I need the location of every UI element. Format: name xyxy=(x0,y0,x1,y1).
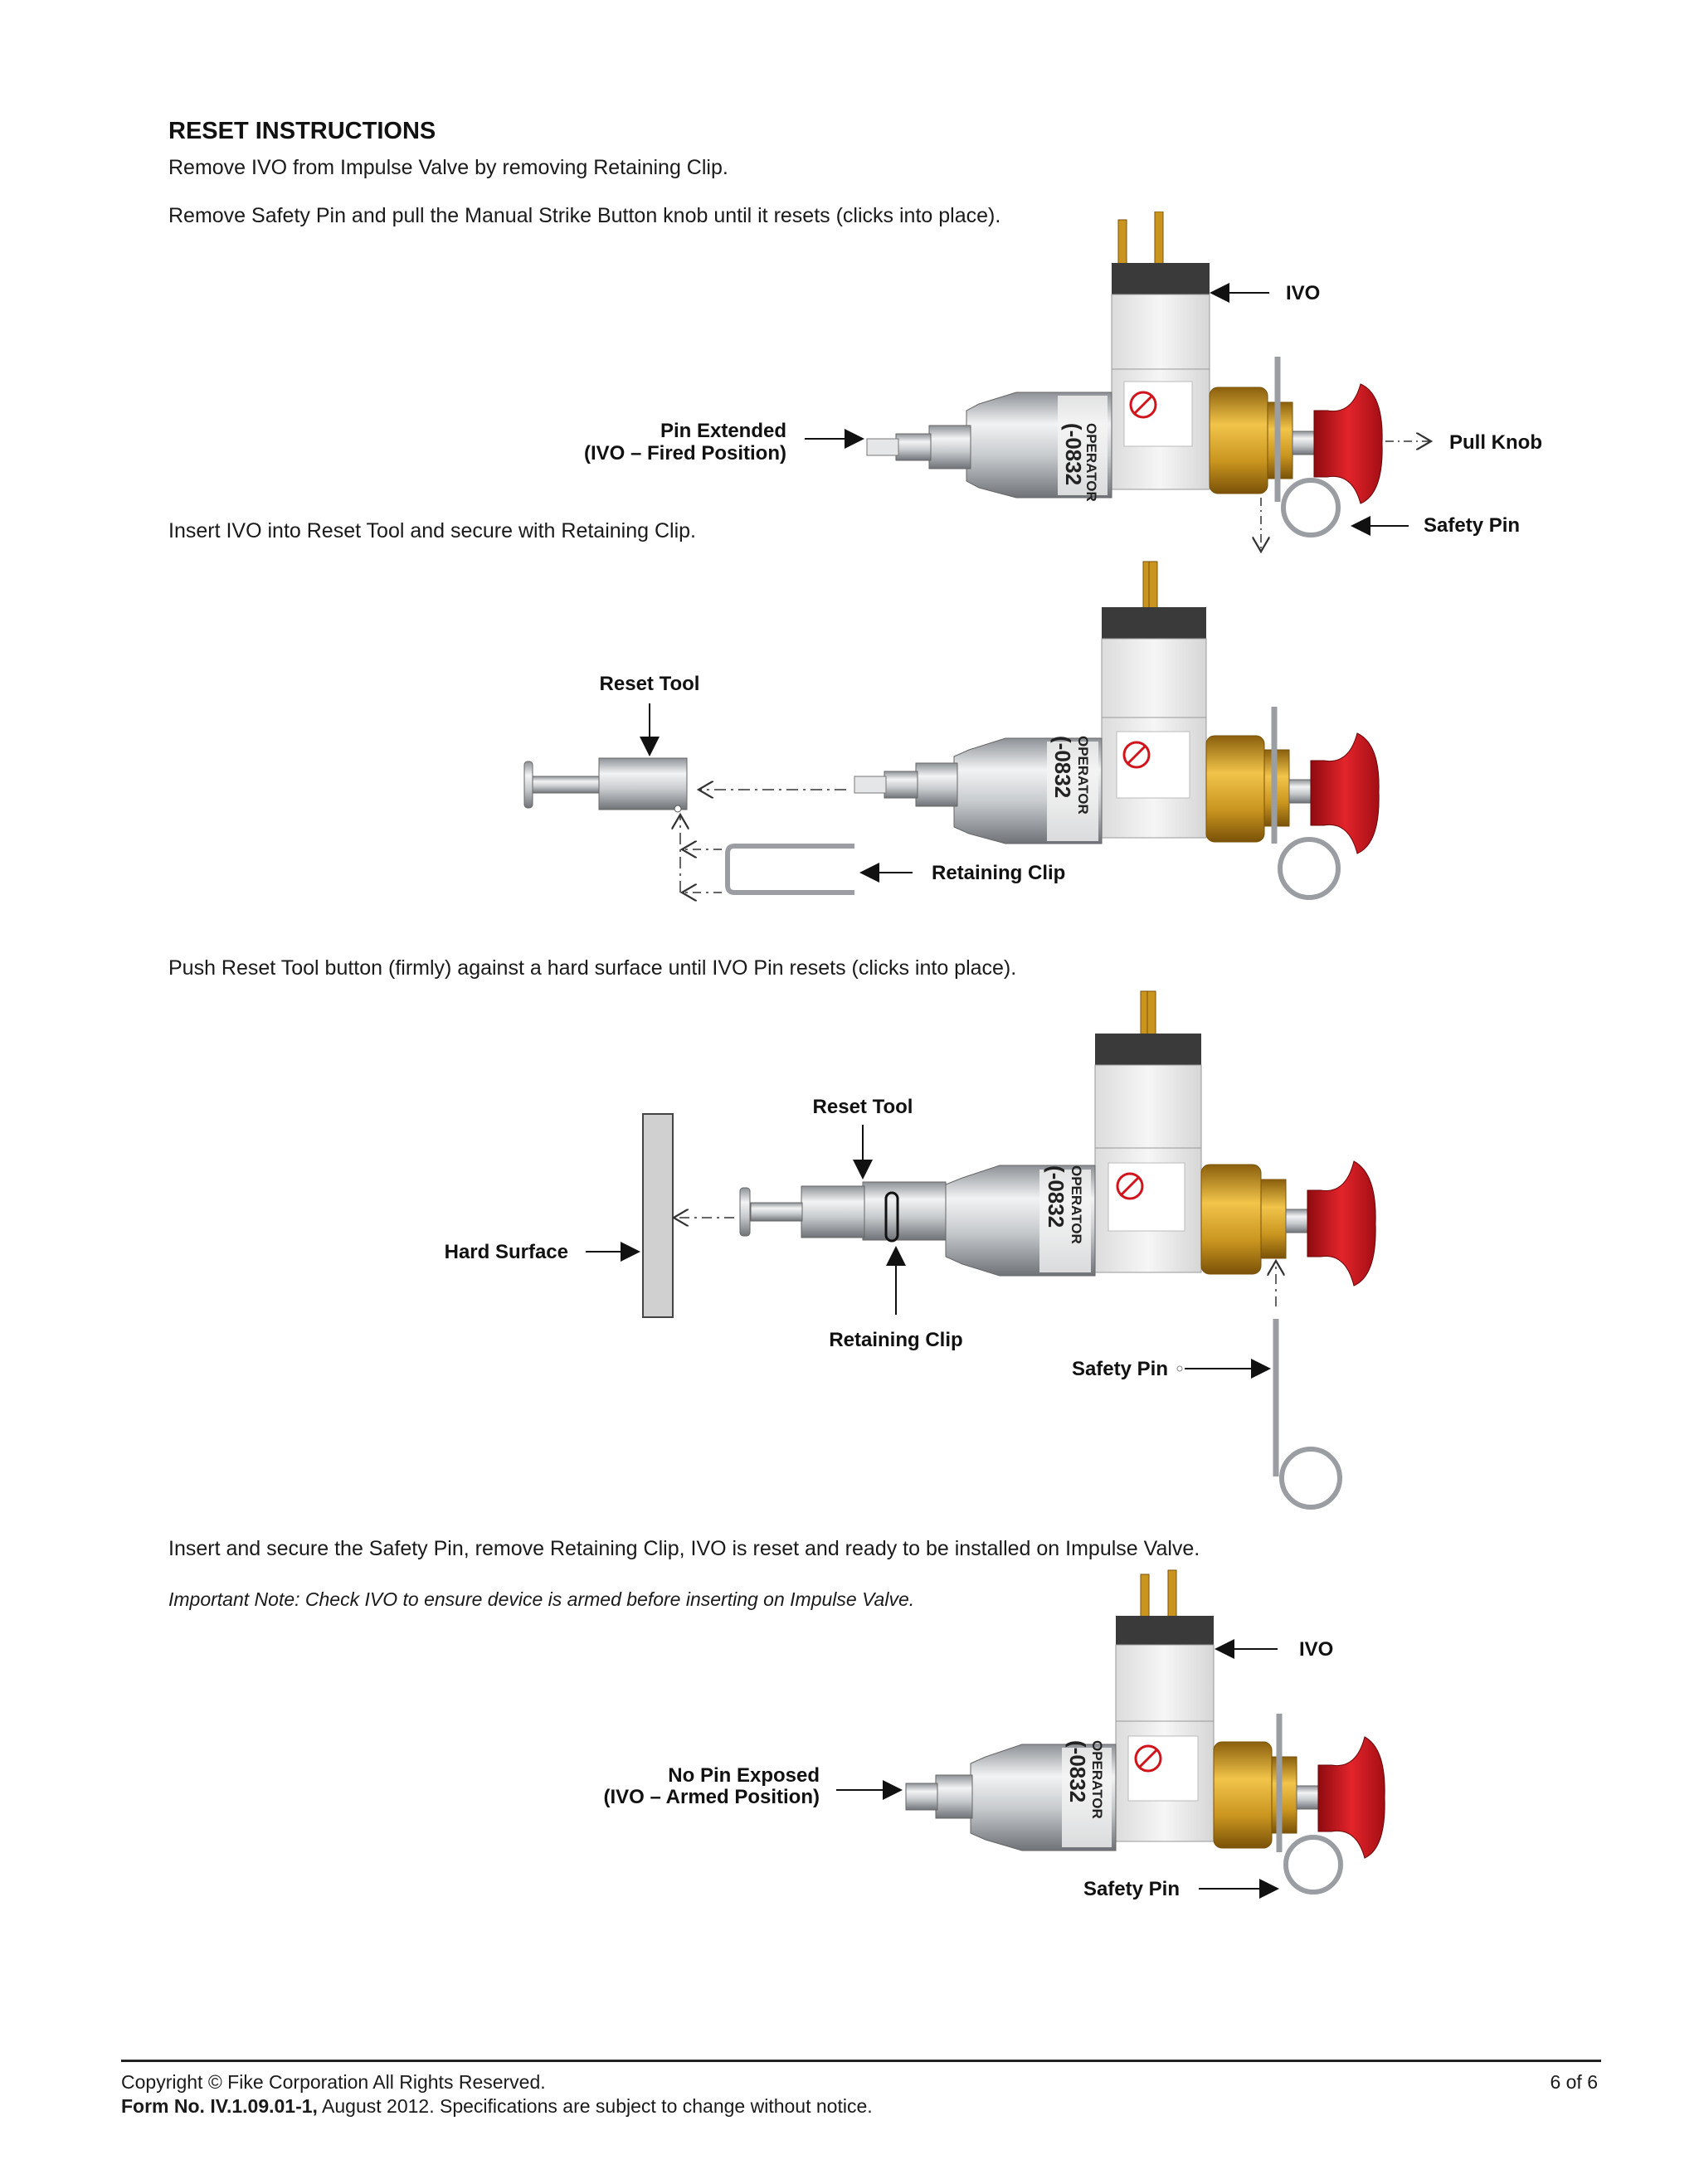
footer-date-spec: August 2012. Specifications are subject … xyxy=(317,2095,873,2117)
label-safety-pin: Safety Pin xyxy=(1072,1358,1168,1380)
safety-pin-ring xyxy=(1281,478,1341,537)
label-reset-tool: Reset Tool xyxy=(813,1096,913,1118)
label-reset-tool: Reset Tool xyxy=(600,673,700,695)
step-remove-ivo: Remove IVO from Impulse Valve by removin… xyxy=(168,156,728,179)
svg-text:(-0832: (-0832 xyxy=(1050,736,1075,798)
label-armed-position: (IVO – Armed Position) xyxy=(604,1786,820,1808)
footer-divider xyxy=(121,2060,1601,2062)
svg-text:OPERATOR: OPERATOR xyxy=(1075,736,1091,815)
svg-text:(-0832: (-0832 xyxy=(1044,1165,1069,1228)
retaining-clip-installed xyxy=(884,1191,899,1243)
important-note: Important Note: Check IVO to ensure devi… xyxy=(168,1588,915,1610)
reset-tool-body xyxy=(598,757,688,810)
figure-reset-tool-assembly: OPERATOR (-0832 Reset Tool Retaining Cli… xyxy=(0,557,1699,906)
svg-text:(-0832: (-0832 xyxy=(1065,1740,1090,1802)
label-safety-pin: Safety Pin xyxy=(1083,1878,1180,1900)
reset-tool-button xyxy=(523,761,533,809)
step-insert-safety-pin: Insert and secure the Safety Pin, remove… xyxy=(168,1537,1200,1560)
label-no-pin-exposed: No Pin Exposed xyxy=(668,1764,820,1787)
label-ivo: IVO xyxy=(1286,282,1320,304)
label-fired-position: (IVO – Fired Position) xyxy=(584,442,786,465)
label-ivo: IVO xyxy=(1299,1638,1333,1661)
step-remove-safety-pin: Remove Safety Pin and pull the Manual St… xyxy=(168,204,1001,227)
no-pin-exposed-nozzle xyxy=(905,1783,938,1811)
footer-form-number: Form No. IV.1.09.01-1, xyxy=(121,2095,318,2117)
label-retaining-clip: Retaining Clip xyxy=(932,862,1065,884)
page-number: 6 of 6 xyxy=(1550,2071,1598,2093)
footer-copyright: Copyright © Fike Corporation All Rights … xyxy=(121,2071,546,2093)
figure-hard-surface-reset: OPERATOR (-0832 Reset Tool Hard Surface … xyxy=(0,987,1699,1526)
manual-strike-knob xyxy=(1313,383,1383,504)
label-safety-pin: Safety Pin xyxy=(1424,514,1520,537)
device-model-label: (-0832 xyxy=(1061,423,1086,485)
figure-armed-position: OPERATOR (-0832 IVO No Pin Exposed (IVO … xyxy=(0,1566,1699,1914)
figure-pull-knob: OPERATOR (-0832 IVO Pin Extended (IVO – … xyxy=(0,212,1699,560)
svg-text:OPERATOR: OPERATOR xyxy=(1069,1165,1084,1244)
step-insert-reset-tool: Insert IVO into Reset Tool and secure wi… xyxy=(168,519,696,542)
retaining-clip xyxy=(725,844,854,895)
label-retaining-clip: Retaining Clip xyxy=(829,1329,962,1351)
label-hard-surface: Hard Surface xyxy=(445,1241,568,1263)
extended-pin xyxy=(866,438,899,456)
section-title: RESET INSTRUCTIONS xyxy=(168,118,436,144)
ivo-cap xyxy=(1112,263,1210,294)
step-push-reset-tool: Push Reset Tool button (firmly) against … xyxy=(168,956,1017,980)
label-pull-knob: Pull Knob xyxy=(1449,431,1542,454)
svg-text:OPERATOR: OPERATOR xyxy=(1089,1740,1105,1819)
device-operator-label: OPERATOR xyxy=(1083,423,1099,502)
footer-form-info: Form No. IV.1.09.01-1, August 2012. Spec… xyxy=(121,2095,873,2118)
label-pin-extended: Pin Extended xyxy=(660,420,786,442)
hard-surface xyxy=(642,1113,674,1318)
